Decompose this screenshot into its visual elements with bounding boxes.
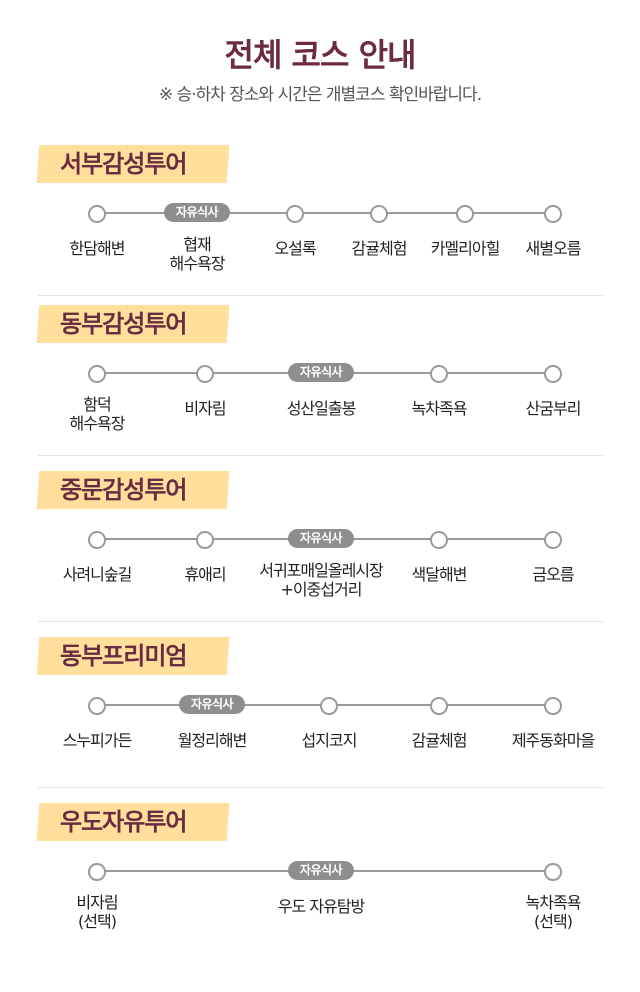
stop-marker-icon [544,531,562,549]
section-divider [38,621,603,622]
stop-label: 섭지코지 [301,731,358,750]
stop-label: 비자림 [184,399,226,418]
stop-marker-icon [430,697,448,715]
stop-label: 산굼부리 [525,399,582,418]
stop-label: 성산일출봉 [286,399,357,418]
stop-marker-icon [430,365,448,383]
stop-label: 녹차족욕 [411,399,468,418]
stop-label: 오설록 [274,239,316,258]
stop-marker-icon [286,205,304,223]
section-divider [38,787,603,788]
stop-label: 감귤체험 [351,239,408,258]
stop-label: 함덕 해수욕장 [69,395,126,433]
stop-label: 서귀포매일올레시장 +이중섭거리 [259,561,383,599]
stop-label: 색달해변 [411,565,468,584]
stop-marker-icon [196,531,214,549]
meal-stop-badge: 자유식사 [288,529,354,548]
page-title: 전체 코스 안내 [224,36,417,74]
stop-marker-icon [544,365,562,383]
stop-label: 감귤체험 [411,731,468,750]
stop-label: 카멜리아힐 [430,239,501,258]
stop-marker-icon [430,531,448,549]
meal-stop-badge: 자유식사 [288,363,354,382]
route-line [97,212,553,214]
stop-marker-icon [544,697,562,715]
course-title: 동부프리미엄 [60,642,187,670]
stop-marker-icon [88,205,106,223]
stop-label: 휴애리 [184,565,226,584]
stop-label: 월정리해변 [177,731,248,750]
meal-stop-badge: 자유식사 [179,695,245,714]
meal-stop-badge: 자유식사 [288,861,354,880]
course-title: 우도자유투어 [60,808,187,836]
stop-label: 제주동화마을 [511,731,595,750]
stop-marker-icon [370,205,388,223]
stop-label: 우도 자유탐방 [277,897,365,916]
meal-stop-badge: 자유식사 [164,203,230,222]
stop-label: 녹차족욕 (선택) [525,893,582,931]
stop-marker-icon [88,697,106,715]
stop-marker-icon [88,531,106,549]
stop-label: 비자림 (선택) [76,893,118,931]
stop-marker-icon [320,697,338,715]
stop-marker-icon [456,205,474,223]
stop-marker-icon [196,365,214,383]
stop-label: 스누피가든 [62,731,133,750]
stop-label: 한담해변 [69,239,126,258]
stop-marker-icon [88,863,106,881]
section-divider [38,295,603,296]
notice-text: ※ 승·하차 장소와 시간은 개별코스 확인바랍니다. [158,85,482,105]
stop-label: 금오름 [532,565,574,584]
stop-label: 사려니숲길 [62,565,133,584]
stop-label: 새별오름 [525,239,582,258]
stop-marker-icon [88,365,106,383]
course-title: 중문감성투어 [60,476,187,504]
course-title: 서부감성투어 [60,150,187,178]
stop-label: 협재 해수욕장 [169,235,226,273]
stop-marker-icon [544,863,562,881]
course-title: 동부감성투어 [60,310,187,338]
stop-marker-icon [544,205,562,223]
section-divider [38,455,603,456]
